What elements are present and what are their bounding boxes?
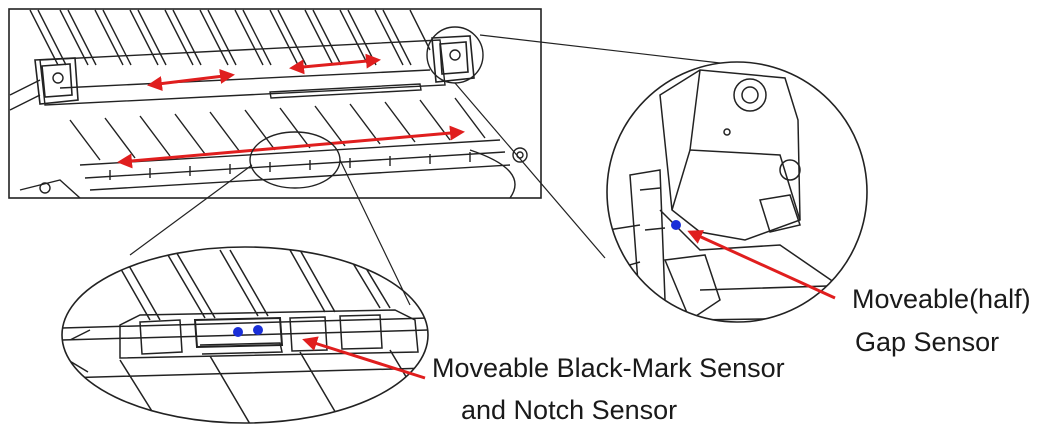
overview-view xyxy=(8,8,542,199)
zoom-marker-left xyxy=(249,131,341,189)
black-mark-pointer xyxy=(302,336,426,380)
gap-sensor-pointer xyxy=(687,230,836,300)
lower-slats xyxy=(69,97,486,161)
overview-frame xyxy=(8,8,542,199)
black-mark-sensor-label-line2: and Notch Sensor xyxy=(461,395,678,425)
guide-bar xyxy=(39,39,446,106)
black-mark-sensor-detail xyxy=(61,246,429,424)
sensor-dot xyxy=(671,220,681,230)
arrow-upper-left xyxy=(147,69,235,91)
arrow-lower xyxy=(117,125,465,169)
black-mark-sensor-label-line1: Moveable Black-Mark Sensor xyxy=(432,353,785,383)
left-sensor-block xyxy=(34,57,79,105)
sensor-carriage xyxy=(119,309,419,359)
gap-sensor-detail xyxy=(606,61,868,323)
movement-arrows xyxy=(117,53,465,169)
sensor-dot xyxy=(253,325,263,335)
zoom-marker-right xyxy=(426,26,484,84)
right-sensor-block xyxy=(431,35,475,83)
upper-slats xyxy=(29,9,431,66)
zoom-leader-lines xyxy=(129,34,721,306)
gap-sensor-label-line1: Moveable(half) xyxy=(852,284,1031,314)
sensor-dot xyxy=(233,327,243,337)
pointer-arrows xyxy=(302,230,836,380)
gap-sensor-label-line2: Gap Sensor xyxy=(855,327,1000,357)
arrow-upper-right xyxy=(289,53,381,75)
